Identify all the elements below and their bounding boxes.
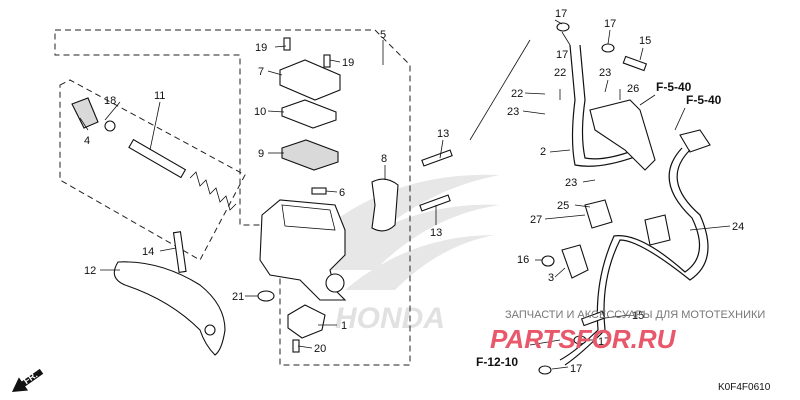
grommet — [541, 255, 555, 267]
washer-top-2 — [601, 43, 615, 53]
reservoir-cap — [279, 59, 341, 101]
callout-5: 5 — [380, 29, 386, 41]
diagram-code: K0F4F0610 — [718, 382, 771, 393]
callout-13-upper: 13 — [437, 128, 449, 140]
front-direction-arrow: FR. — [12, 368, 44, 392]
holder-bolt-upper — [421, 149, 453, 167]
diaphragm-plate — [281, 99, 337, 129]
callout-13-lower: 13 — [430, 227, 442, 239]
clamp — [561, 244, 589, 279]
watermark-tagline: ЗАПЧАСТИ И АКСЕССУАРЫ ДЛЯ МОТОТЕХНИКИ — [505, 309, 765, 321]
callout-25: 25 — [557, 200, 569, 212]
callout-numbers: 1 2 3 4 5 6 7 8 9 10 11 12 13 13 14 15 1… — [84, 8, 744, 375]
callout-11: 11 — [154, 90, 165, 102]
callout-17-b: 17 — [604, 18, 616, 30]
watermark-brand: PARTSFOR.RU — [490, 324, 677, 354]
washer-top — [556, 22, 570, 32]
leader-lines — [79, 19, 731, 370]
callout-20: 20 — [314, 343, 326, 355]
callout-15-lower: 15 — [632, 310, 644, 322]
group-box-piston-kit — [59, 79, 246, 261]
diaphragm — [281, 139, 339, 171]
callout-23-upper: 23 — [599, 67, 611, 79]
callout-27: 27 — [530, 214, 542, 226]
callout-21: 21 — [232, 291, 244, 303]
banjo-bolt-top — [622, 55, 648, 72]
callout-26: 26 — [627, 83, 639, 95]
callout-17-c: 17 — [556, 49, 568, 61]
banjo-port — [325, 273, 345, 293]
callout-23-mid: 23 — [507, 106, 519, 118]
brake-lever — [113, 261, 226, 356]
hose-bracket — [589, 99, 656, 171]
callout-7: 7 — [258, 66, 264, 78]
nut — [257, 290, 275, 302]
pivot-bolt — [172, 231, 187, 273]
washer-bottom-2 — [538, 365, 552, 375]
hose-clamp — [644, 214, 671, 246]
piston-spring — [189, 171, 237, 211]
callout-8: 8 — [381, 153, 387, 165]
lever-pivot-hole — [204, 324, 216, 336]
piston — [128, 138, 187, 179]
callout-17-e: 17 — [570, 363, 582, 375]
group-box-master-cylinder — [54, 29, 411, 366]
brake-hose-upper — [569, 44, 641, 167]
callout-15-upper: 15 — [639, 35, 651, 47]
callout-24: 24 — [732, 221, 744, 233]
callout-17-a: 17 — [555, 8, 567, 20]
callout-22-upper: 22 — [554, 67, 566, 79]
callout-10: 10 — [254, 106, 266, 118]
callout-16: 16 — [517, 254, 529, 266]
callout-2: 2 — [540, 146, 546, 158]
circlip — [104, 120, 116, 132]
callout-1: 1 — [341, 320, 347, 332]
callout-19-right: 19 — [342, 57, 354, 69]
stay — [584, 199, 613, 229]
master-cylinder-holder — [371, 178, 399, 232]
ref-f-12-10: F-12-10 — [476, 355, 518, 369]
cap-screw-right — [323, 54, 331, 68]
callout-4: 4 — [84, 135, 90, 147]
callout-23-lower: 23 — [565, 177, 577, 189]
callout-18: 18 — [104, 95, 116, 107]
piston-boot — [71, 97, 99, 129]
callout-6: 6 — [339, 187, 345, 199]
callout-19-left: 19 — [255, 42, 267, 54]
callout-17-d: 17 — [598, 336, 610, 348]
ref-f-5-40-a: F-5-40 — [656, 80, 692, 94]
cap-screw-left — [283, 37, 291, 51]
callout-3: 3 — [548, 272, 554, 284]
banjo-bolt-bottom — [580, 310, 606, 327]
ref-f-5-40-b: F-5-40 — [686, 93, 722, 107]
brake-hose-lower — [564, 149, 709, 366]
hose-joint — [679, 129, 711, 153]
callout-9: 9 — [258, 148, 264, 160]
callout-12: 12 — [84, 265, 96, 277]
callout-22-lower: 22 — [511, 88, 523, 100]
stop-switch — [287, 304, 326, 339]
callout-14: 14 — [142, 246, 154, 258]
small-clip — [311, 187, 327, 195]
honda-logo-text: HONDA — [335, 302, 445, 335]
